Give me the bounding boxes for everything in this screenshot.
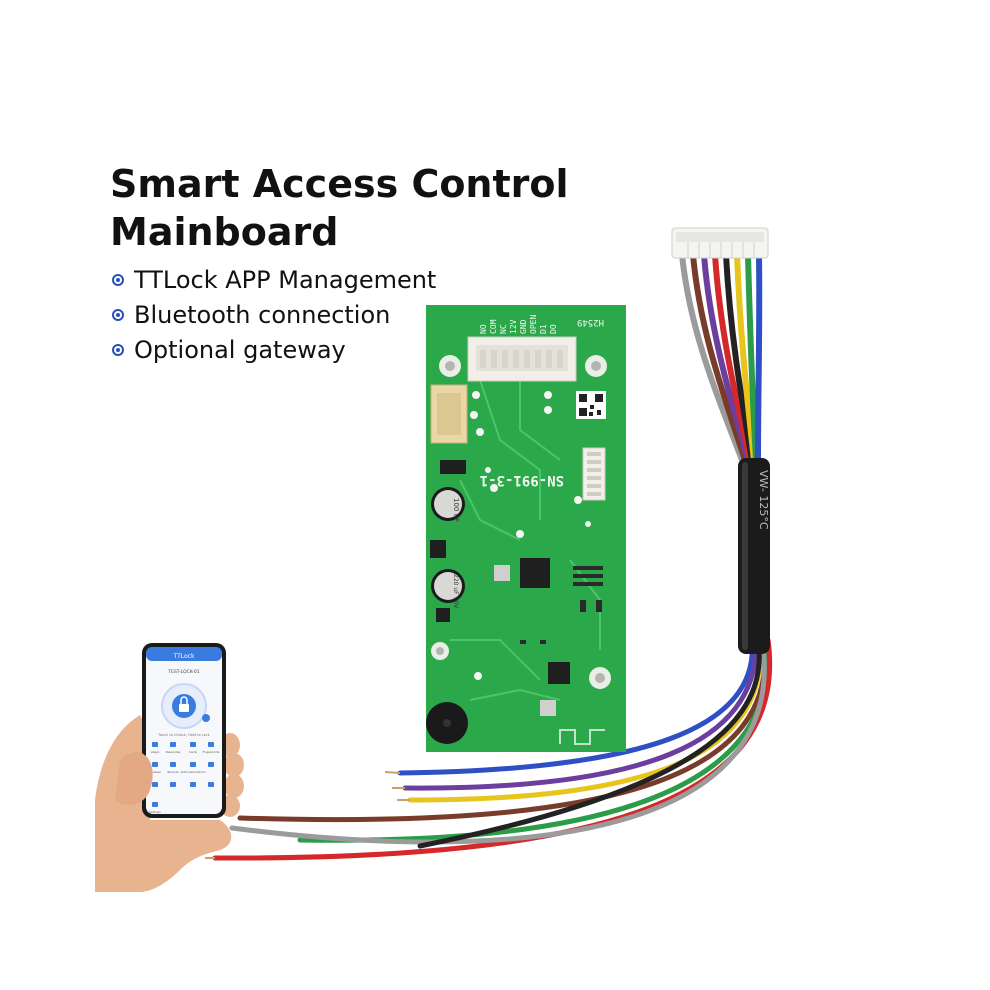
mounting-holes	[431, 355, 611, 689]
test-points	[470, 391, 591, 680]
wire-connector	[671, 227, 769, 259]
cap2-label: 220 uF 10V	[452, 574, 459, 609]
pin-label: NC	[499, 324, 508, 334]
feature-item: Optional gateway	[112, 332, 436, 367]
pin-label: COM	[489, 319, 498, 334]
menu-label: Cards	[189, 750, 198, 754]
feature-label: Optional gateway	[134, 335, 346, 364]
pin-label: DO	[549, 324, 558, 334]
corner-label: H2549	[577, 317, 604, 327]
pin-labels: NO COM NC 12V GND OPEN D1 DO	[479, 315, 558, 334]
feature-label: Bluetooth connection	[134, 300, 391, 329]
capacitor-1: 100 uF	[431, 487, 465, 522]
feature-label: TTLock APP Management	[134, 265, 437, 294]
unlock-hint: Touch to Unlock, Hold to Lock	[157, 733, 211, 737]
menu-label: Wireless	[149, 770, 161, 774]
wire-harness	[212, 252, 773, 861]
pin-label: D1	[539, 324, 548, 334]
pin-label: GND	[519, 319, 528, 334]
bullet-icon	[112, 273, 124, 286]
wire-tips	[205, 771, 410, 859]
title-line-1: Smart Access Control	[110, 162, 569, 206]
lock-icon	[179, 704, 189, 712]
heat-shrink-sleeve: VW- 125°C	[738, 458, 770, 654]
chips	[430, 460, 570, 716]
capacitor-2: 220 uF 10V	[431, 569, 465, 609]
menu-label: eKeys	[151, 750, 160, 754]
hand-holding-phone: TTLock TEST-LOCK-01 Touch to Unlock, Hol…	[95, 643, 244, 892]
sleeve-label: VW- 125°C	[757, 470, 770, 530]
menu-label: Settings	[149, 810, 161, 814]
bullet-icon	[112, 308, 124, 321]
menu-label: Passcodes	[166, 750, 181, 754]
pcb-board: NO COM NC 12V GND OPEN D1 DO H2549 SN-99…	[426, 305, 626, 752]
cap1-label: 100 uF	[452, 498, 460, 522]
menu-label: Records	[167, 770, 179, 774]
feature-item: Bluetooth connection	[112, 297, 436, 332]
lock-name: TEST-LOCK-01	[167, 669, 199, 675]
menu-label: Authorized Admin	[181, 770, 206, 774]
pin-label: OPEN	[529, 315, 538, 334]
menu-label: Fingerprints	[203, 750, 220, 754]
antenna-trace	[559, 729, 605, 745]
bullet-icon	[112, 343, 124, 356]
page-title: Smart Access Control Mainboard	[110, 160, 570, 256]
feature-list: TTLock APP Management Bluetooth connecti…	[112, 262, 436, 367]
pin-label: NO	[479, 324, 488, 334]
qr-code	[576, 391, 606, 419]
pin-label: 12V	[509, 319, 518, 334]
title-line-2: Mainboard	[110, 210, 339, 254]
app-title: TTLock	[173, 653, 195, 660]
feature-item: TTLock APP Management	[112, 262, 436, 297]
model-label: SN-991-3-1	[480, 472, 564, 488]
